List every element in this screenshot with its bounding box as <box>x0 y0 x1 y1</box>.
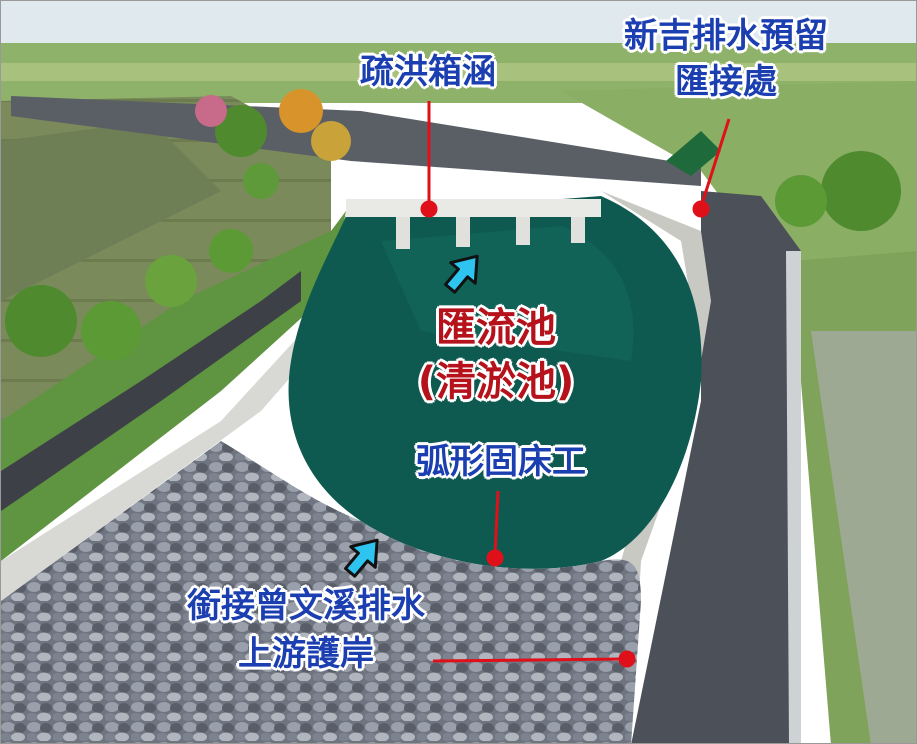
flow-arrow-icon <box>344 538 379 578</box>
arc-sill-label: 弧形固床工 <box>416 442 586 482</box>
revetment-label-line1: 銜接曾文溪排水 <box>187 586 425 626</box>
left-wall <box>1 216 361 601</box>
box-culvert-structure <box>346 199 601 217</box>
right-road <box>631 191 801 743</box>
reserved-connection-chute <box>666 131 721 176</box>
flow-arrow-icon <box>444 254 479 294</box>
reserved-connection-label-line1: 新吉排水預留 <box>624 16 828 56</box>
pool-label-line2: (清淤池) <box>417 359 575 405</box>
box-culvert-label: 疏洪箱涵 <box>360 52 496 92</box>
reserved-connection-label-line2: 匯接處 <box>675 62 777 102</box>
pool-label-line1: 匯流池 <box>436 305 556 351</box>
revetment-label-line2: 上游護岸 <box>238 634 374 674</box>
right-farmland <box>561 81 916 301</box>
leader-lines <box>420 101 731 668</box>
trees <box>5 89 901 361</box>
upper-road <box>11 96 701 186</box>
stone-revetment <box>1 441 641 743</box>
sky <box>1 1 916 51</box>
